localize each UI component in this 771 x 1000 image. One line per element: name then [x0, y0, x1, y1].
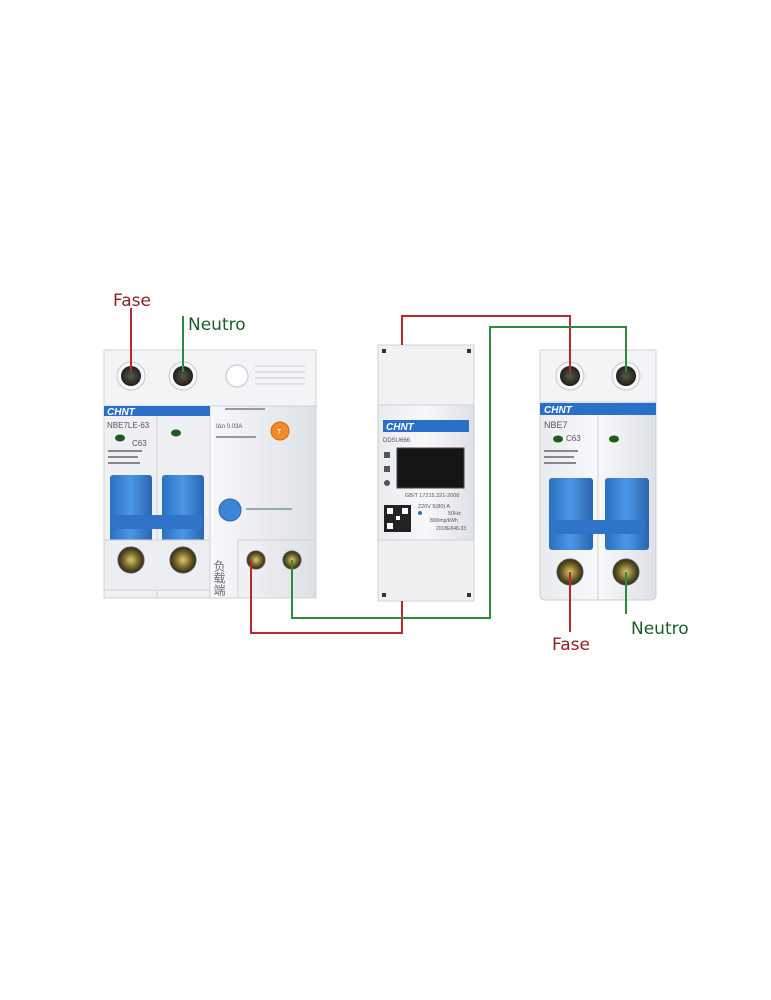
meter-cert: 2018E848-33 [436, 526, 466, 532]
rcbo-handle-left[interactable] [110, 475, 152, 545]
left-neutro-label: Neutro [188, 315, 246, 335]
meter-constant: 800imp/kWh [430, 518, 458, 524]
breaker-handle-left[interactable] [549, 478, 593, 550]
rcbo-leakage: IΔn 0.03A [216, 424, 242, 430]
meter-model: DDSU666 [383, 438, 411, 444]
rcbo-rating: C63 [132, 439, 147, 448]
meter-voltage: 220V 5(80) A [418, 504, 450, 510]
neutral-wire-bottom [291, 345, 491, 619]
rcbo-handle-right[interactable] [162, 475, 204, 545]
svg-text:T: T [277, 429, 282, 436]
breaker-model: NBE7 [544, 420, 568, 430]
meter-freq: 50Hz [448, 511, 461, 517]
rcbo-load-mark: 负载端 [212, 560, 226, 597]
meter-brand: CHNT [386, 422, 415, 433]
energy-meter: CHNT DDSU666 GB/T 17215.321-2008 220V 5(… [377, 344, 475, 602]
phase-wire-top [401, 315, 571, 372]
left-fase-label: Fase [113, 291, 151, 311]
rcbo-top-terminals [116, 361, 198, 391]
meter-display [396, 447, 465, 489]
right-fase-label: Fase [552, 635, 590, 655]
wires [130, 308, 627, 634]
meter-standard: GB/T 17215.321-2008 [405, 493, 459, 499]
rcbo-brand: CHNT [107, 407, 136, 418]
right-neutro-label: Neutro [631, 619, 689, 639]
breaker-rating: C63 [566, 434, 581, 443]
rcbo-device: CHNT NBE7LE-63 C63 IΔn 0.03A T 负载端 [103, 349, 317, 599]
breaker-device: CHNT NBE7 C63 [539, 349, 657, 601]
neutral-wire-top [489, 326, 627, 372]
breaker-brand: CHNT [544, 405, 573, 416]
rcbo-model: NBE7LE-63 [107, 421, 150, 430]
breaker-handle-right[interactable] [605, 478, 649, 550]
